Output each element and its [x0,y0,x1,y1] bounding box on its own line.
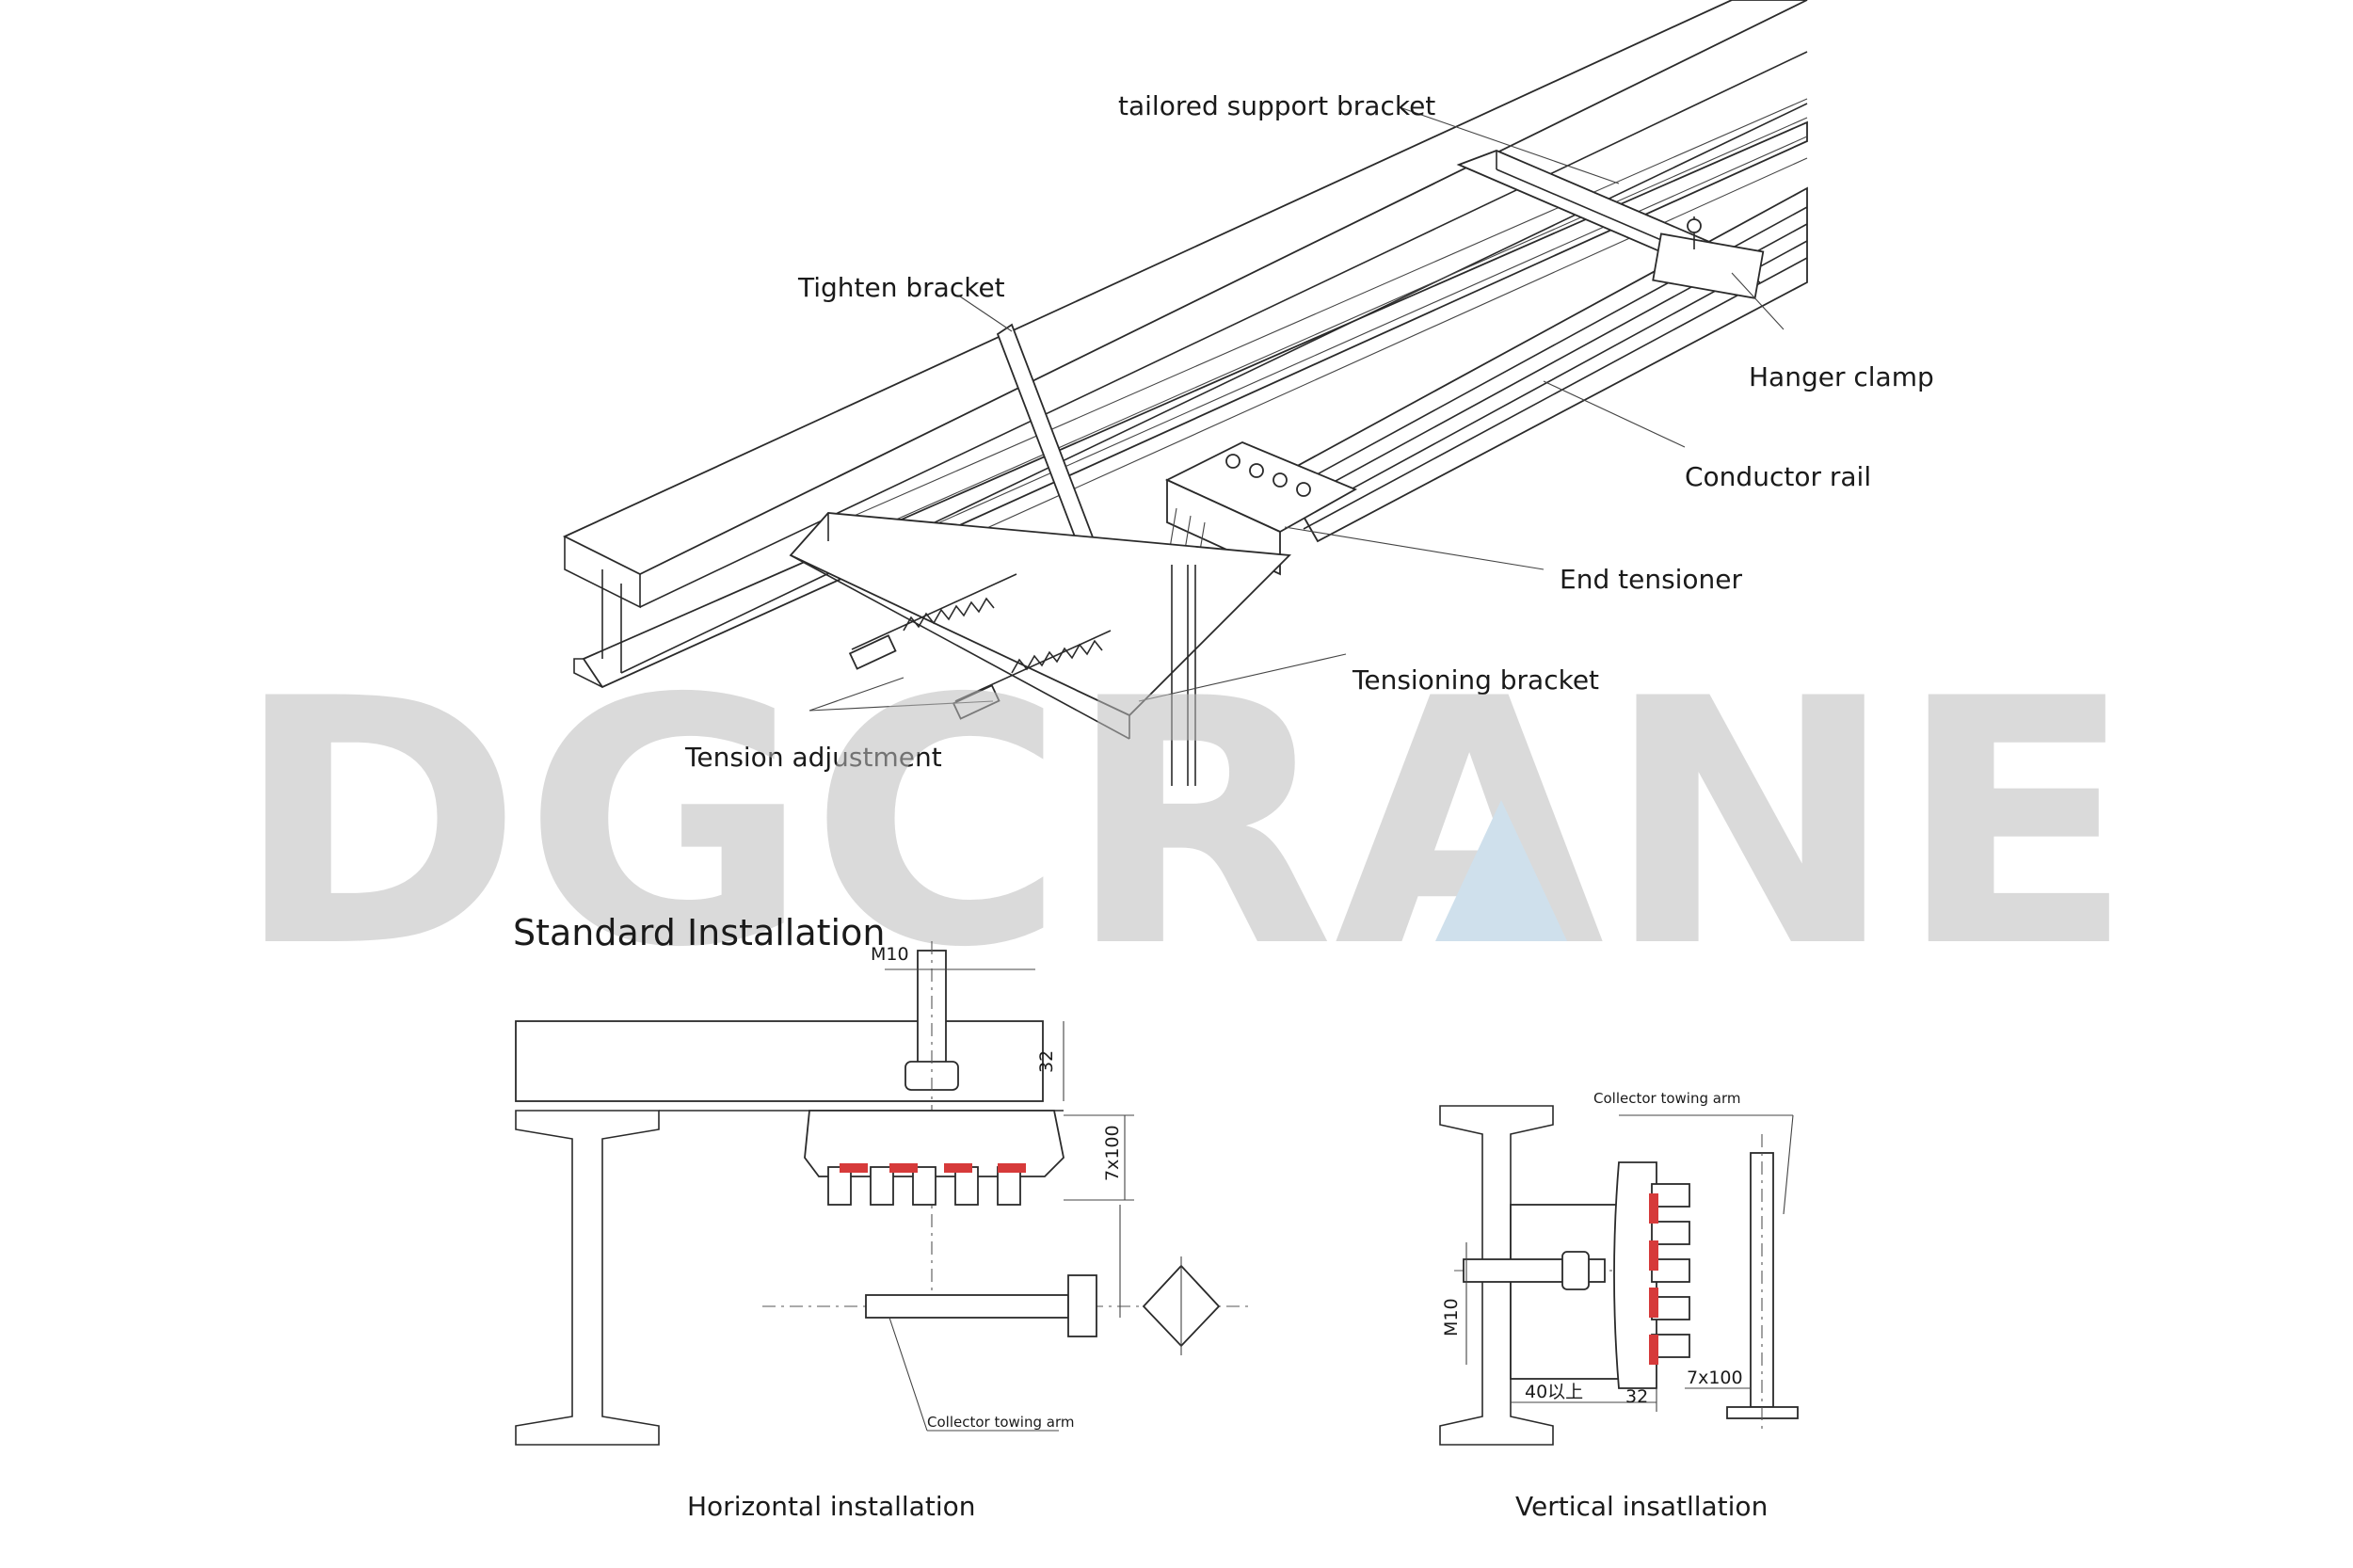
label-hanger-clamp: Hanger clamp [1749,361,1934,392]
conductor-strip [1649,1193,1658,1224]
conductor-strip [1649,1288,1658,1318]
caption-horizontal-installation: Horizontal installation [687,1491,975,1522]
label-tensioning-bracket: Tensioning bracket [1352,664,1599,696]
dim-m10-vertical: M10 [1441,1298,1462,1336]
conductor-strip [1649,1335,1658,1365]
label-collector-towing-arm-vertical: Collector towing arm [1593,1090,1740,1107]
conductor-teeth-vertical [1649,1183,1690,1365]
conductor-strip [840,1163,868,1173]
isometric-assembly [562,0,1808,786]
dim-m10-horizontal: M10 [871,944,909,965]
dim-40-vertical: 40以上 [1525,1382,1583,1402]
svg-text:DGCRANE: DGCRANE [233,627,2135,1021]
dim-32-vertical: 32 [1625,1386,1648,1407]
conductor-strip [1649,1240,1658,1271]
section-title: Standard Installation [513,912,885,953]
label-end-tensioner: End tensioner [1560,564,1743,595]
watermark-accent-triangle [1435,800,1567,941]
vertical-installation-drawing [1439,1105,1799,1446]
conductor-strip [944,1163,972,1173]
conductor-strip [998,1163,1026,1173]
label-tighten-bracket: Tighten bracket [797,272,1005,303]
caption-vertical-installation: Vertical insatllation [1515,1491,1768,1522]
spring-upper [848,573,1017,670]
conductor-teeth-horizontal [827,1163,1026,1206]
label-tailored-support-bracket: tailored support bracket [1118,90,1435,121]
dgcrane-watermark: DGCRANE [233,627,2135,1021]
label-tension-adjustment: Tension adjustment [684,742,942,773]
dim-7x100-horizontal: 7x100 [1102,1125,1123,1181]
label-collector-towing-arm-horizontal: Collector towing arm [927,1414,1074,1431]
dim-32-horizontal: 32 [1036,1050,1057,1073]
horizontal-installation-drawing: M10 32 7x100 [515,941,1252,1446]
label-conductor-rail: Conductor rail [1685,461,1871,492]
conductor-strip [889,1163,918,1173]
dim-7x100-vertical: 7x100 [1687,1368,1743,1388]
